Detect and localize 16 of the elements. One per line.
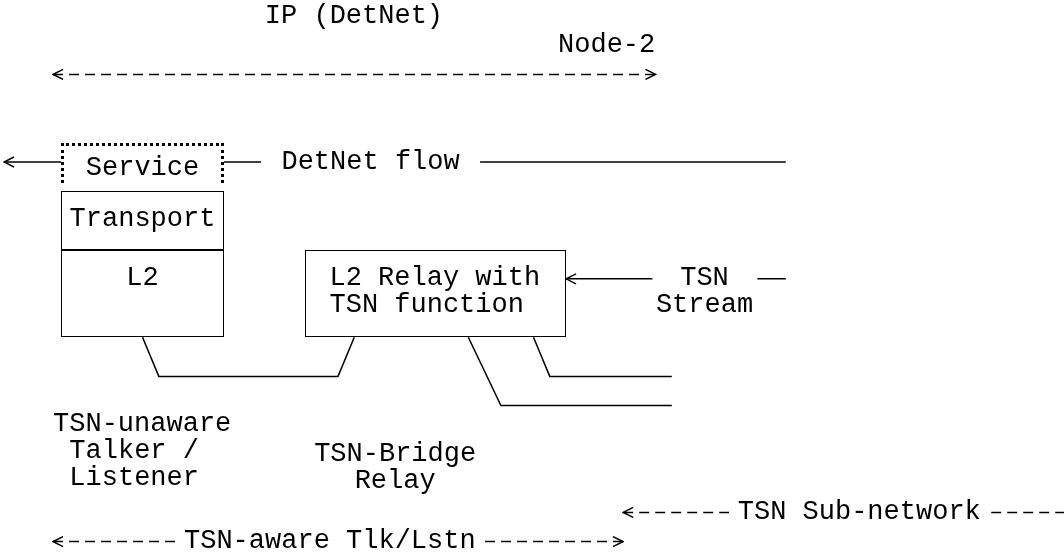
text-label: Node-2 <box>558 31 656 59</box>
process-box <box>305 249 567 338</box>
process-box <box>61 249 224 338</box>
text-label: TSN-unaware Talker / Listener <box>53 411 233 493</box>
box-label: L2 Relay with TSN function <box>329 264 542 319</box>
text-label: TSN-Bridge Relay <box>313 440 477 495</box>
box-label: Transport <box>69 206 216 234</box>
box-label: L2 <box>126 264 159 292</box>
connector-line <box>532 336 673 378</box>
connector-line <box>141 336 356 378</box>
box-label: Service <box>85 154 200 182</box>
arrow <box>3 156 62 168</box>
dotted-box <box>61 143 224 183</box>
text-label: IP (DetNet) <box>264 2 444 30</box>
connector-line <box>467 336 673 407</box>
process-box <box>61 191 224 250</box>
